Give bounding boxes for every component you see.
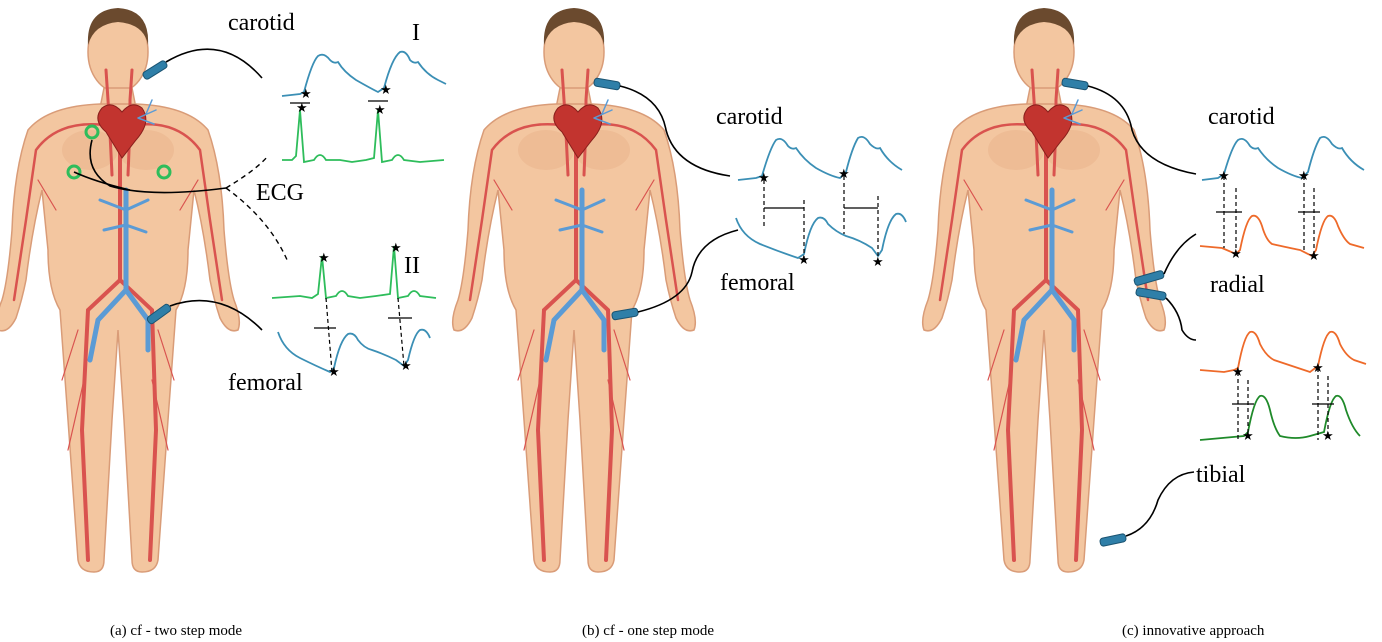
tibial-cable bbox=[1126, 472, 1194, 536]
svg-text:★: ★ bbox=[1322, 428, 1334, 443]
svg-text:★: ★ bbox=[798, 252, 810, 267]
svg-text:★: ★ bbox=[390, 240, 402, 255]
panel-a: carotid I ECG II femoral ★ ★ ★ ★ ★ ★ ★ ★ bbox=[0, 8, 446, 639]
label-carotid-c: carotid bbox=[1208, 104, 1275, 130]
carotid-probe-icon bbox=[1062, 78, 1089, 90]
svg-text:★: ★ bbox=[758, 170, 770, 185]
label-ecg: ECG bbox=[256, 180, 304, 206]
caption-b: (b) cf - one step mode bbox=[582, 623, 714, 639]
label-mark-two: II bbox=[404, 253, 420, 279]
svg-text:★: ★ bbox=[838, 166, 850, 181]
panel-c: carotid radial tibial ★ ★ ★ ★ ★ ★ ★ bbox=[923, 8, 1366, 639]
human-body-b bbox=[453, 8, 696, 572]
svg-text:★: ★ bbox=[872, 254, 884, 269]
radial-cable bbox=[1166, 298, 1196, 340]
radial-cable bbox=[1164, 234, 1196, 274]
tibial-probe-icon bbox=[1099, 533, 1126, 546]
femoral-waveform bbox=[736, 214, 906, 258]
label-mark-one: I bbox=[412, 20, 420, 46]
svg-text:★: ★ bbox=[400, 358, 412, 373]
radial-waveform bbox=[1200, 332, 1366, 372]
svg-text:★: ★ bbox=[374, 102, 386, 117]
svg-text:★: ★ bbox=[380, 82, 392, 97]
label-carotid-b: carotid bbox=[716, 104, 783, 130]
tibial-waveform bbox=[1200, 396, 1360, 440]
label-carotid-a: carotid bbox=[228, 10, 295, 36]
svg-text:★: ★ bbox=[1242, 428, 1254, 443]
label-radial: radial bbox=[1210, 272, 1265, 298]
svg-text:★: ★ bbox=[328, 364, 340, 379]
human-body-a bbox=[0, 8, 239, 572]
panel-b: carotid femoral ★ ★ ★ ★ (b) cf - one ste… bbox=[453, 8, 906, 639]
svg-text:★: ★ bbox=[318, 250, 330, 265]
label-femoral-a: femoral bbox=[228, 370, 303, 396]
label-femoral-b: femoral bbox=[720, 270, 795, 296]
caption-a: (a) cf - two step mode bbox=[110, 623, 242, 639]
svg-text:★: ★ bbox=[1312, 360, 1324, 375]
ecg-waveform bbox=[282, 110, 444, 162]
svg-text:★: ★ bbox=[300, 86, 312, 101]
svg-text:★: ★ bbox=[1218, 168, 1230, 183]
svg-text:★: ★ bbox=[296, 100, 308, 115]
human-body-c bbox=[923, 8, 1166, 572]
caption-c: (c) innovative approach bbox=[1122, 623, 1265, 639]
label-tibial: tibial bbox=[1196, 462, 1246, 488]
carotid-cable bbox=[166, 49, 262, 78]
svg-text:★: ★ bbox=[1308, 248, 1320, 263]
svg-text:★: ★ bbox=[1230, 246, 1242, 261]
delay-markers-c: ★ ★ ★ ★ ★ ★ ★ ★ bbox=[1216, 168, 1334, 443]
svg-text:★: ★ bbox=[1298, 168, 1310, 183]
svg-text:★: ★ bbox=[1232, 364, 1244, 379]
carotid-probe-icon bbox=[594, 78, 621, 90]
